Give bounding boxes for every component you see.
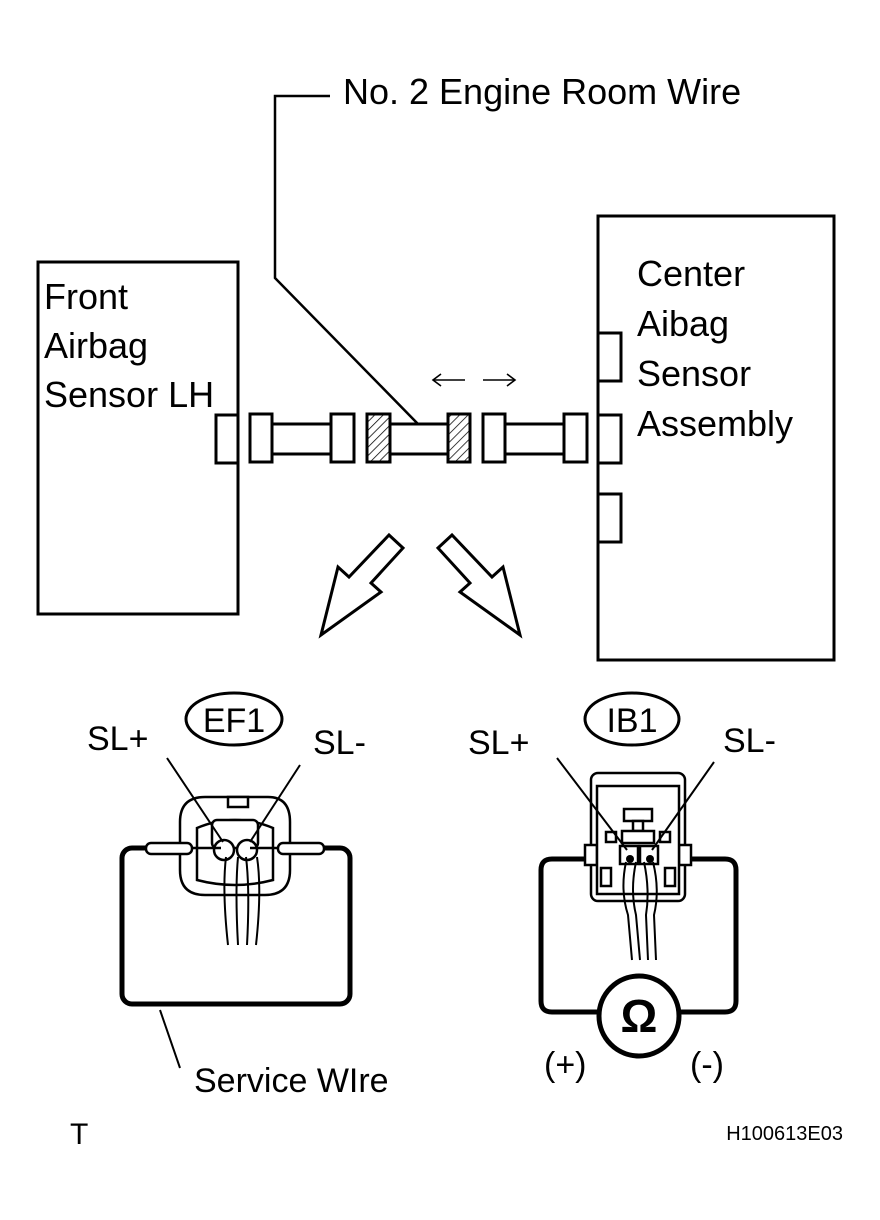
plus-probe-label: (+) bbox=[544, 1046, 587, 1084]
ib1-sl-minus-label: SL- bbox=[723, 722, 776, 760]
right-down-arrow bbox=[435, 532, 523, 639]
ef1-sl-plus-label: SL+ bbox=[87, 720, 148, 758]
service-wire-probes bbox=[144, 841, 326, 856]
left-right-arrows-icon bbox=[431, 373, 517, 387]
center-airbag-sensor-box bbox=[596, 214, 836, 662]
ib1-harness-wires bbox=[622, 861, 658, 961]
ef1-sl-minus-label: SL- bbox=[313, 724, 366, 762]
ef1-connector bbox=[178, 795, 292, 897]
wire-title-label: No. 2 Engine Room Wire bbox=[343, 71, 741, 112]
center-sensor-line-4: Assembly bbox=[637, 403, 793, 444]
ef1-label-oval bbox=[184, 691, 284, 747]
ib1-sl-plus-terminal bbox=[626, 855, 634, 863]
service-wire-label: Service WIre bbox=[194, 1062, 389, 1100]
wire-harness bbox=[248, 412, 589, 464]
ohm-symbol: Ω bbox=[621, 990, 658, 1042]
ef1-sl-plus-leader bbox=[166, 757, 224, 843]
ib1-sl-minus-terminal bbox=[646, 855, 654, 863]
corner-mark: T bbox=[70, 1118, 88, 1151]
ib1-label-oval bbox=[583, 691, 681, 747]
ib1-sl-plus-leader bbox=[556, 757, 628, 851]
ib1-sl-plus-label: SL+ bbox=[468, 724, 529, 762]
center-sensor-line-1: Center bbox=[637, 253, 745, 294]
ef1-sl-minus-leader bbox=[249, 764, 301, 843]
figure-code: H100613E03 bbox=[726, 1123, 843, 1145]
center-sensor-connector-top bbox=[596, 331, 623, 383]
ohmmeter-icon bbox=[596, 973, 682, 1059]
front-airbag-sensor-box bbox=[36, 260, 240, 616]
service-wire-leader bbox=[159, 1009, 181, 1069]
ef1-harness-wires bbox=[223, 856, 261, 946]
center-sensor-line-3: Sensor bbox=[637, 353, 751, 394]
front-sensor-line-2: Airbag bbox=[44, 325, 148, 366]
ef1-label: EF1 bbox=[203, 702, 265, 740]
ib1-connector bbox=[583, 771, 693, 903]
front-sensor-line-1: Front bbox=[44, 276, 128, 317]
minus-probe-label: (-) bbox=[690, 1046, 724, 1084]
center-sensor-connector-bottom bbox=[596, 492, 623, 544]
center-sensor-connector-middle bbox=[596, 413, 623, 465]
left-down-arrow bbox=[318, 532, 406, 639]
ib1-sl-minus-leader bbox=[651, 761, 715, 851]
ib1-label: IB1 bbox=[606, 702, 657, 740]
wire-title-leader bbox=[273, 94, 419, 425]
front-sensor-line-3: Sensor LH bbox=[44, 374, 214, 415]
front-sensor-connector bbox=[214, 413, 240, 465]
center-sensor-line-2: Aibag bbox=[637, 303, 729, 344]
